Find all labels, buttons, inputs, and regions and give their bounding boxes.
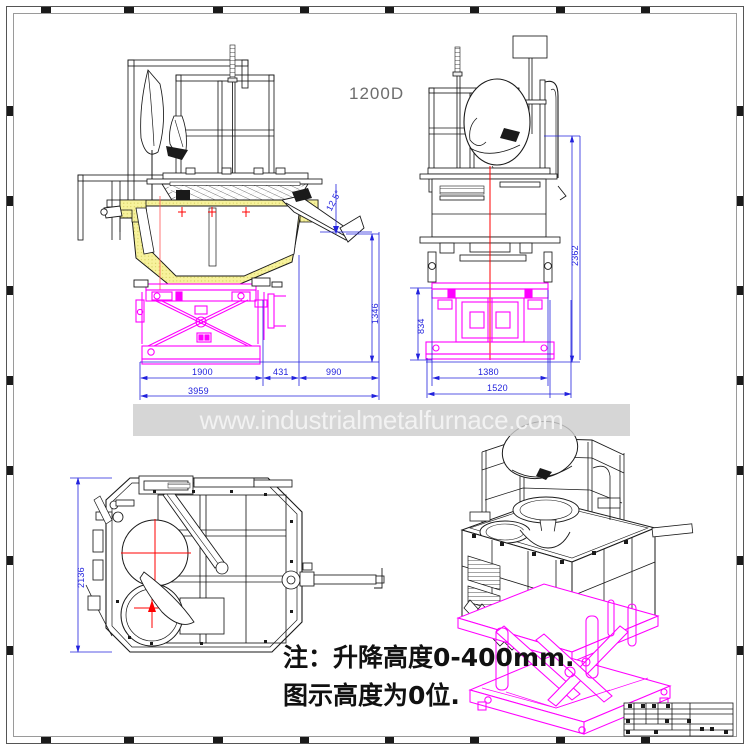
dimension-1520: 1520: [487, 383, 508, 393]
side-view-dimension-lines: [410, 135, 581, 398]
note-line-2: 图示高度为0位.: [283, 681, 460, 710]
dimension-1900: 1900: [192, 367, 213, 377]
note-line-1: 注：升降高度0-400mm.: [283, 643, 575, 672]
watermark-banner: www.industrialmetalfurnace.com: [133, 404, 630, 436]
plan-view-dimension-lines: [70, 477, 112, 653]
front-elevation-view: [77, 44, 365, 365]
centerline-marks: [159, 196, 250, 290]
dimension-2362: 2362: [570, 245, 580, 266]
sheet-border: [6, 6, 744, 744]
dimension-990: 990: [326, 367, 342, 377]
front-view-dimension-lines: [139, 184, 380, 400]
watermark-text: www.industrialmetalfurnace.com: [199, 404, 564, 435]
title-block: [623, 702, 734, 737]
plan-view: [85, 475, 385, 653]
dimension-2136: 2136: [76, 567, 86, 588]
dimension-834: 834: [416, 318, 426, 334]
dimension-3959: 3959: [188, 386, 209, 396]
scissor-lift-mechanism: [135, 283, 286, 365]
side-elevation-view: [419, 35, 567, 360]
dimension-431: 431: [273, 367, 289, 377]
dimension-1346: 1346: [370, 303, 380, 324]
dimension-1380: 1380: [478, 367, 499, 377]
isometric-lift-mechanism: [456, 583, 672, 735]
drawing-title: 1200D: [349, 84, 405, 103]
